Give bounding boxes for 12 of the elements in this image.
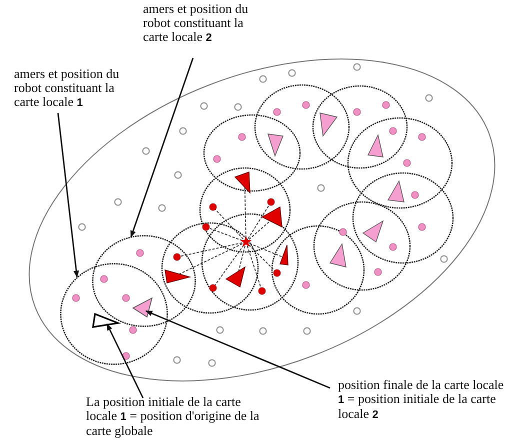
leader-arrow — [57, 112, 80, 278]
leader-arrow — [130, 58, 194, 238]
annotation-text: amers et position du robot constituant la carte locale 1 — [14, 67, 130, 110]
robot-position-triangle — [132, 297, 153, 318]
leader-arrow — [106, 323, 144, 398]
annotation-text: La position initiale de la carte locale 1 = position d'origine de la carte globale — [86, 395, 260, 438]
start-position-triangle — [92, 313, 119, 328]
annotation-text: amers et position du robot constituant la carte locale 2 — [143, 2, 259, 45]
local-map-circle — [92, 235, 196, 327]
annotation-text: position finale de la carte locale 1 = position initiale de la carte locale 2 — [338, 378, 510, 422]
leader-arrow — [145, 310, 330, 389]
local-map-circle — [60, 263, 168, 365]
